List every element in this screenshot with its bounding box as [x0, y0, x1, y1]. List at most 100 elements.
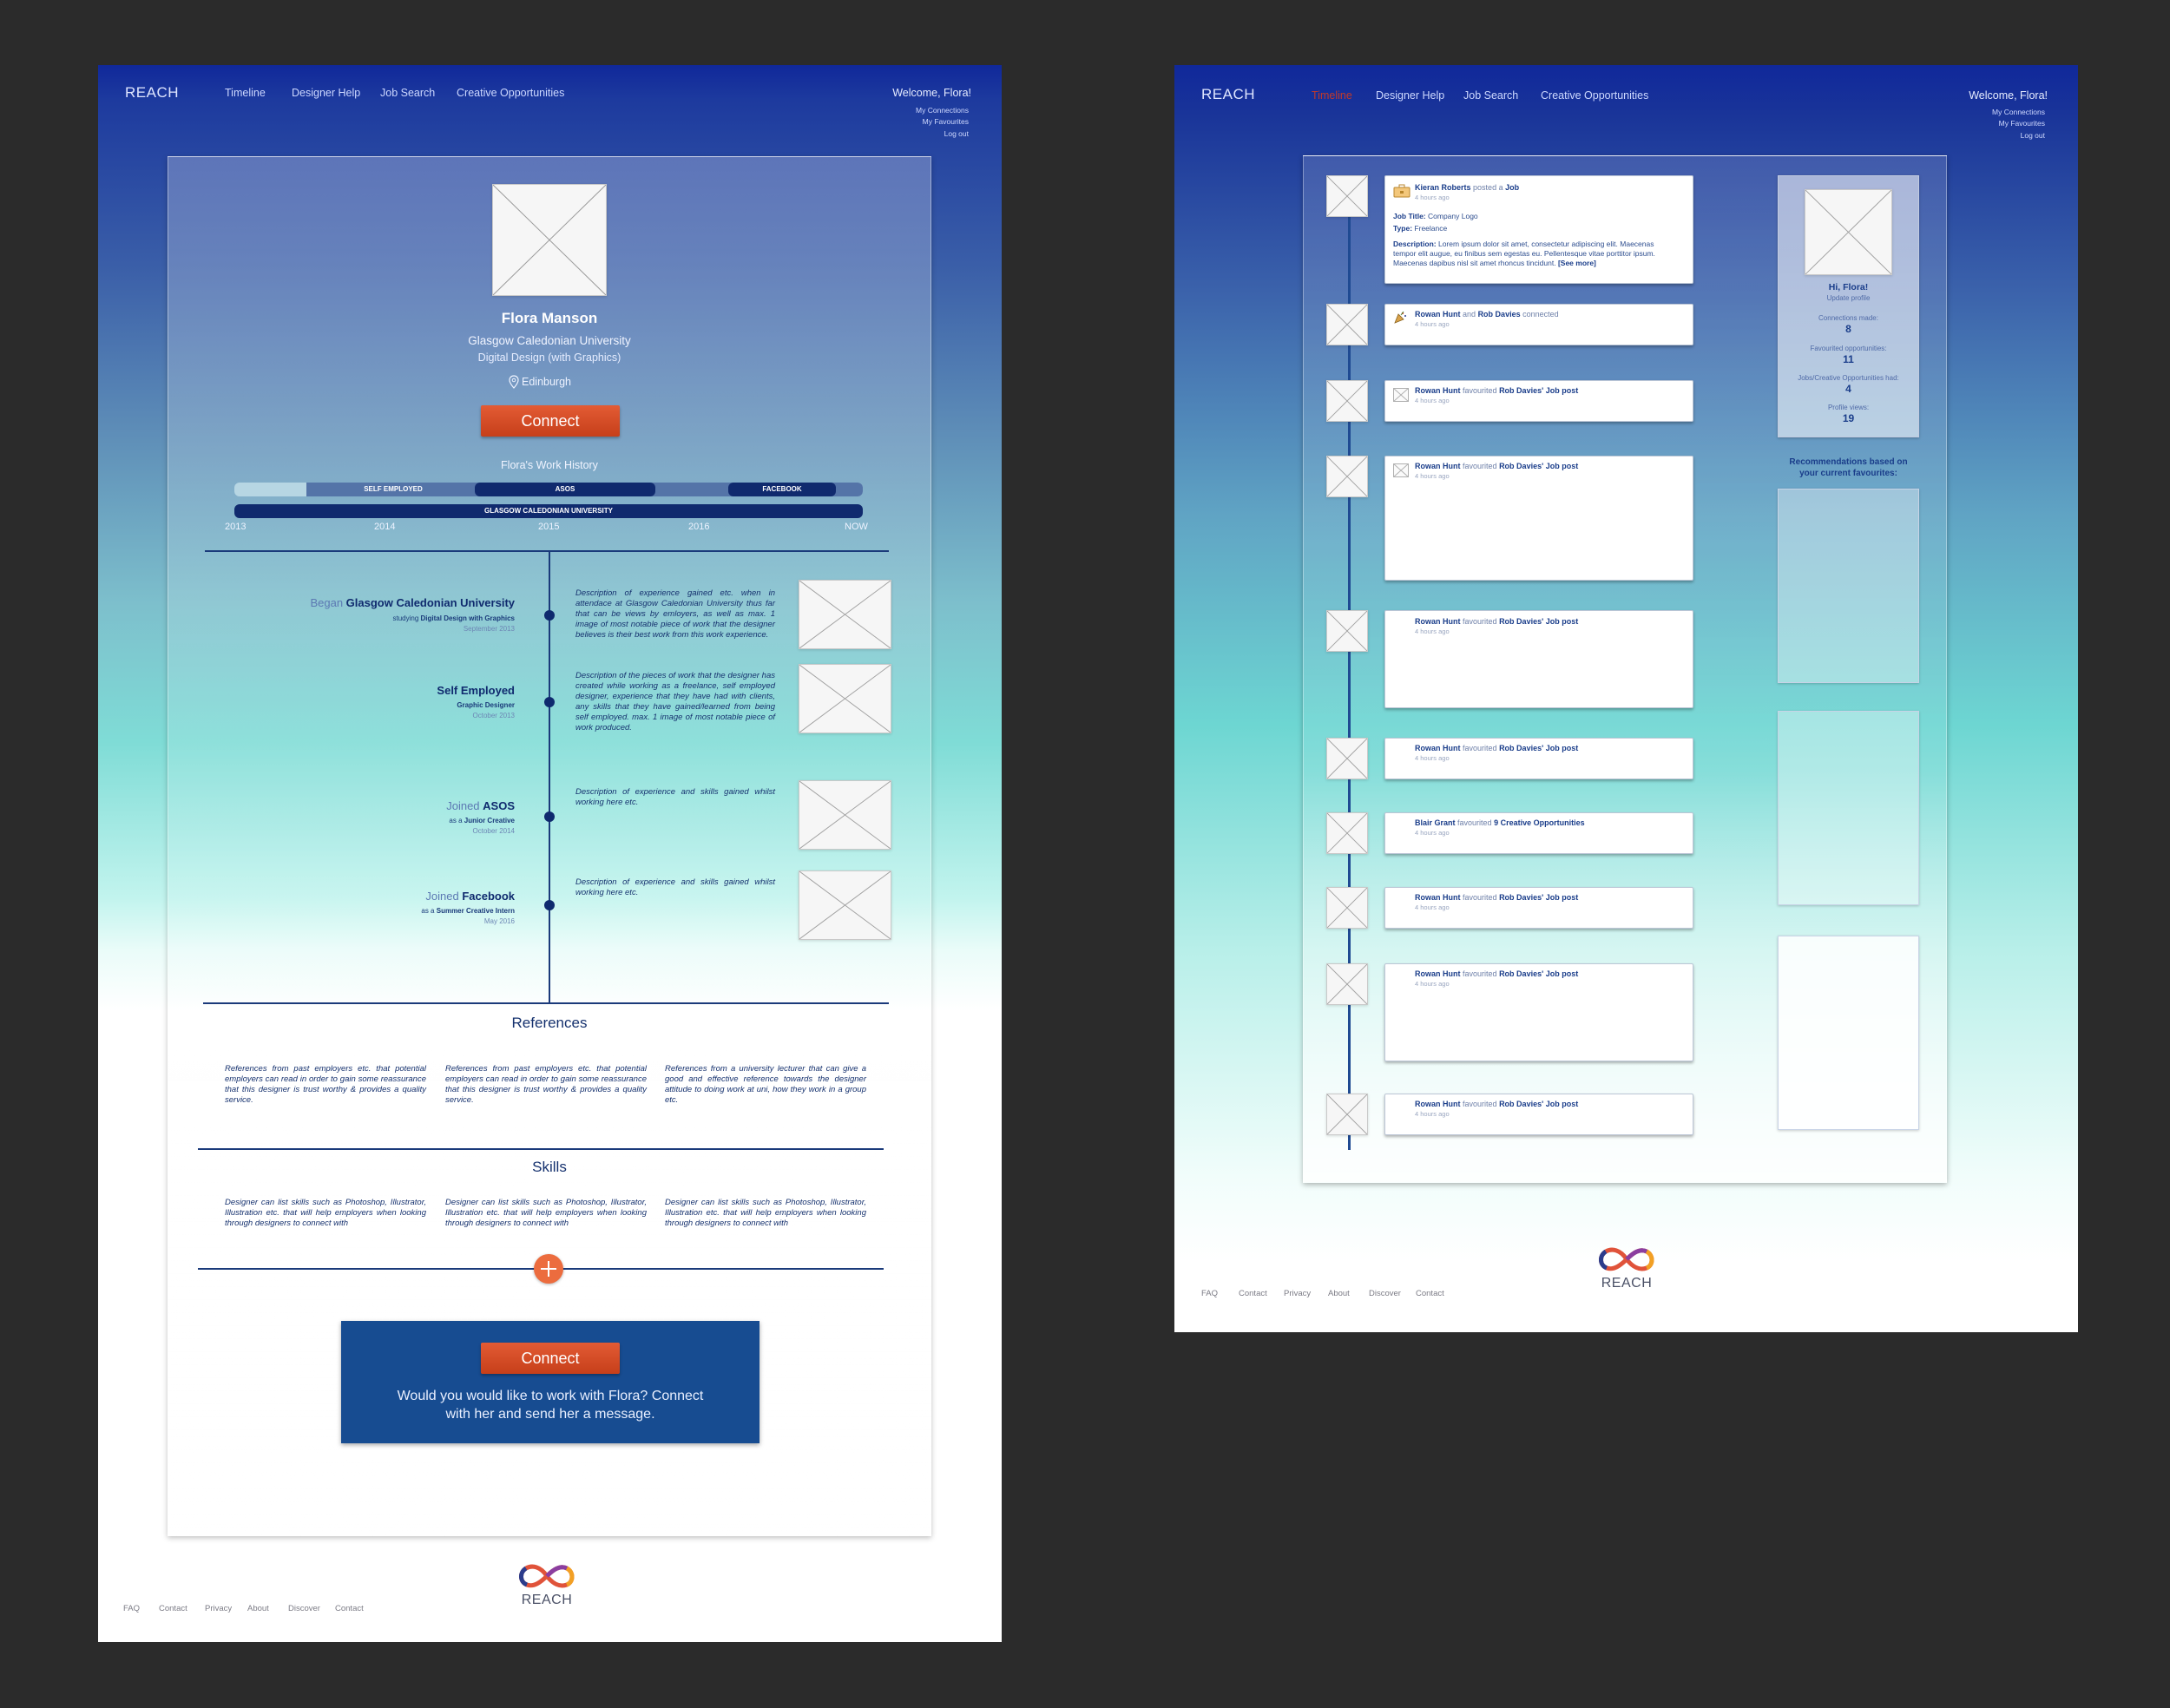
- feed-avatar[interactable]: [1326, 304, 1368, 345]
- event-description: Description of experience and skills gai…: [575, 877, 775, 897]
- nav-timeline[interactable]: Timeline: [1312, 89, 1352, 102]
- footer-faq[interactable]: FAQ: [123, 1604, 141, 1613]
- feed-avatar[interactable]: [1326, 738, 1368, 779]
- footer-about[interactable]: About: [1328, 1289, 1350, 1298]
- feed-avatar[interactable]: [1326, 1094, 1368, 1135]
- year-now: NOW: [845, 522, 868, 532]
- connect-button[interactable]: Connect: [481, 405, 620, 437]
- skills-title: Skills: [532, 1159, 567, 1175]
- nav-timeline[interactable]: Timeline: [225, 87, 266, 99]
- footer-contact[interactable]: Contact: [159, 1604, 187, 1613]
- section-divider: [205, 550, 889, 552]
- profile-university: Glasgow Caledonian University: [468, 334, 631, 347]
- recommendation-card[interactable]: [1778, 489, 1919, 683]
- welcome-text: Welcome, Flora!: [1969, 89, 2048, 102]
- event-image[interactable]: [799, 664, 891, 733]
- feed-headline: Rowan Hunt favourited Rob Davies' Job po…: [1415, 1100, 1579, 1108]
- event-title: Joined Facebook: [425, 890, 515, 903]
- event-image[interactable]: [799, 870, 891, 940]
- user-menu-favourites[interactable]: My Favourites: [1998, 119, 2045, 128]
- reach-logo-text: REACH: [521, 1593, 573, 1607]
- feed-headline: Rowan Hunt and Rob Davies connected: [1415, 310, 1559, 319]
- recommendation-card[interactable]: [1778, 711, 1919, 905]
- event-date: October 2014: [472, 827, 515, 835]
- recommendations-title-line: Recommendations based on: [1789, 457, 1908, 467]
- history-bar-facebook[interactable]: FACEBOOK: [728, 483, 836, 496]
- nav-job-search[interactable]: Job Search: [1463, 89, 1519, 102]
- section-divider: [203, 1002, 889, 1004]
- cta-text-line: with her and send her a message.: [445, 1407, 655, 1422]
- feed-card[interactable]: [1384, 738, 1693, 779]
- feed-card-job-post[interactable]: [1384, 175, 1693, 284]
- feed-avatar[interactable]: [1326, 963, 1368, 1005]
- feed-avatar[interactable]: [1326, 456, 1368, 497]
- brand-logo-text[interactable]: REACH: [1201, 86, 1256, 102]
- nav-job-search[interactable]: Job Search: [380, 87, 436, 99]
- history-bar-self-employed[interactable]: SELF EMPLOYED: [306, 483, 480, 496]
- user-menu-connections[interactable]: My Connections: [916, 106, 969, 115]
- feed-avatar[interactable]: [1326, 887, 1368, 929]
- reference-item: References from past employers etc. that…: [225, 1064, 426, 1105]
- user-menu-favourites[interactable]: My Favourites: [922, 117, 969, 127]
- feed-card[interactable]: [1384, 304, 1693, 345]
- feed-card[interactable]: [1384, 887, 1693, 929]
- stat-label: Profile views:: [1827, 404, 1870, 411]
- briefcase-icon: [1393, 184, 1410, 198]
- event-description: Description of experience gained etc. wh…: [575, 588, 775, 640]
- skill-item: Designer can list skills such as Photosh…: [665, 1198, 866, 1228]
- history-bar-asos[interactable]: ASOS: [475, 483, 655, 496]
- user-menu-logout[interactable]: Log out: [944, 128, 969, 138]
- user-menu-connections[interactable]: My Connections: [1992, 108, 2045, 116]
- history-bar-gcu[interactable]: GLASGOW CALEDONIAN UNIVERSITY: [234, 504, 863, 518]
- footer-about[interactable]: About: [247, 1604, 269, 1613]
- see-more-link[interactable]: [See more]: [1557, 259, 1596, 267]
- nav-designer-help[interactable]: Designer Help: [292, 87, 361, 99]
- event-image[interactable]: [799, 580, 891, 649]
- feed-avatar[interactable]: [1326, 610, 1368, 652]
- footer-discover[interactable]: Discover: [288, 1604, 320, 1613]
- feed-card[interactable]: [1384, 456, 1693, 581]
- footer-privacy[interactable]: Privacy: [1284, 1289, 1312, 1298]
- year-2015: 2015: [538, 522, 560, 532]
- sidebar-greeting: Hi, Flora!: [1828, 282, 1869, 292]
- feed-headline: Rowan Hunt favourited Rob Davies' Job po…: [1415, 617, 1579, 626]
- feed-card[interactable]: [1384, 1094, 1693, 1135]
- stat-value: 11: [1843, 353, 1854, 365]
- timeline-dot: [544, 610, 555, 621]
- stat-label: Favourited opportunities:: [1810, 345, 1887, 352]
- feed-avatar[interactable]: [1326, 380, 1368, 422]
- footer-discover[interactable]: Discover: [1369, 1289, 1401, 1298]
- feed-headline: Blair Grant favourited 9 Creative Opport…: [1415, 818, 1585, 827]
- event-image[interactable]: [799, 780, 891, 850]
- stat-value: 4: [1845, 383, 1851, 395]
- event-role: Graphic Designer: [457, 701, 515, 709]
- nav-designer-help[interactable]: Designer Help: [1376, 89, 1445, 102]
- footer-contact[interactable]: Contact: [335, 1604, 364, 1613]
- footer-contact[interactable]: Contact: [1239, 1289, 1267, 1298]
- user-menu-logout[interactable]: Log out: [2020, 130, 2045, 140]
- update-profile-link[interactable]: Update profile: [1826, 294, 1871, 302]
- feed-avatar[interactable]: [1326, 175, 1368, 217]
- feed-card[interactable]: [1384, 380, 1693, 422]
- nav-creative-opportunities[interactable]: Creative Opportunities: [457, 87, 565, 99]
- footer-contact[interactable]: Contact: [1416, 1289, 1444, 1298]
- job-description: Description: Lorem ipsum dolor sit amet,…: [1393, 240, 1655, 267]
- cta-connect-button[interactable]: Connect: [481, 1343, 620, 1374]
- feed-card[interactable]: [1384, 812, 1693, 854]
- nav-creative-opportunities[interactable]: Creative Opportunities: [1541, 89, 1649, 102]
- user-menu: My Connections My Favourites Log out: [1992, 107, 2045, 141]
- recommendation-card[interactable]: [1778, 936, 1919, 1130]
- event-role: as a Summer Creative Intern: [421, 907, 515, 915]
- year-2016: 2016: [688, 522, 710, 532]
- feed-card[interactable]: [1384, 963, 1693, 1061]
- sidebar-avatar[interactable]: [1805, 189, 1892, 275]
- brand-logo-text[interactable]: REACH: [125, 84, 180, 101]
- feed-card[interactable]: [1384, 610, 1693, 708]
- footer-faq[interactable]: FAQ: [1201, 1289, 1219, 1298]
- footer-privacy[interactable]: Privacy: [205, 1604, 233, 1613]
- job-title-line: Job Title: Company Logo: [1393, 212, 1478, 220]
- connect-cta-box: [341, 1321, 760, 1443]
- feed-avatar[interactable]: [1326, 812, 1368, 854]
- add-section-button[interactable]: [534, 1254, 563, 1284]
- feed-headline: Rowan Hunt favourited Rob Davies' Job po…: [1415, 893, 1579, 902]
